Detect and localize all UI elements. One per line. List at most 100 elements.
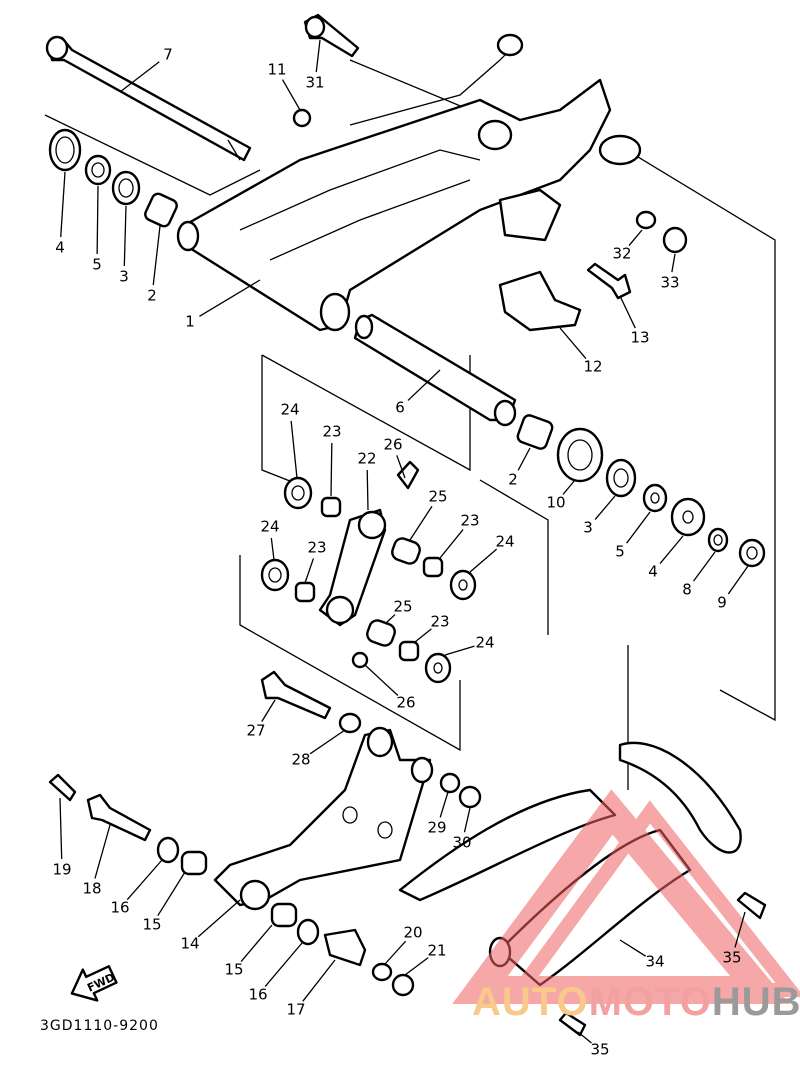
leader-line: [126, 859, 163, 901]
callout-24: 24: [280, 401, 299, 419]
callout-14: 14: [180, 935, 199, 953]
callout-15: 15: [224, 961, 243, 979]
leader-line: [309, 729, 346, 755]
part-12-chain-slider: [498, 270, 582, 332]
leader-line: [463, 807, 471, 833]
callout-21: 21: [427, 942, 446, 960]
callout-23: 23: [322, 423, 341, 441]
part-16-seal: [156, 836, 180, 864]
leader-line: [364, 664, 399, 696]
callout-5: 5: [92, 256, 102, 274]
callout-13: 13: [630, 329, 649, 347]
leader-line: [281, 79, 301, 111]
part-1-swingarm: [176, 33, 642, 332]
leader-line: [562, 479, 576, 495]
part-11-nut: [292, 108, 312, 128]
callout-20: 20: [403, 924, 422, 942]
part-19-grease-nipple: [48, 773, 77, 802]
leader-line: [366, 469, 369, 511]
part-31-bolt: [303, 13, 360, 58]
part-7-pivot-shaft: [45, 35, 252, 162]
callout-25: 25: [428, 488, 447, 506]
leader-line: [60, 171, 66, 238]
leader-line: [261, 699, 276, 722]
callout-22: 22: [357, 450, 376, 468]
leader-line: [727, 565, 749, 595]
callout-30: 30: [452, 834, 471, 852]
leader-line: [157, 871, 186, 917]
leader-line: [559, 327, 587, 360]
watermark-text: AUTOMOTOHUB: [472, 982, 800, 1022]
part-21-nut: [391, 973, 415, 997]
leader-line: [270, 537, 275, 561]
part-15-bearing: [180, 850, 208, 876]
fwd-arrow: FWD: [70, 965, 118, 1002]
right-bearing-stack: [516, 414, 766, 568]
part-18-bolt: [86, 793, 152, 842]
callout-24: 24: [260, 518, 279, 536]
callout-24: 24: [495, 533, 514, 551]
callout-6: 6: [395, 399, 405, 417]
callout-2: 2: [147, 287, 157, 305]
callout-35: 35: [722, 949, 741, 967]
callout-27: 27: [246, 722, 265, 740]
callout-19: 19: [52, 861, 71, 879]
watermark-moto: MOTO: [588, 980, 712, 1024]
callout-15: 15: [142, 916, 161, 934]
leader-line: [59, 797, 63, 860]
leader-line: [469, 548, 498, 573]
leader-line: [693, 551, 716, 582]
part-14-connecting-rod: [213, 726, 434, 911]
left-bearing-stack: [48, 128, 178, 228]
part-29-washer: [439, 772, 461, 794]
leader-line: [197, 899, 241, 938]
leader-line: [96, 185, 99, 255]
leader-line: [404, 957, 429, 976]
callout-10: 10: [546, 494, 565, 512]
part-28-washer: [338, 712, 362, 734]
callout-33: 33: [660, 274, 679, 292]
leader-line: [264, 942, 303, 988]
leader-line: [240, 924, 273, 963]
callout-32: 32: [612, 245, 631, 263]
leader-line: [409, 505, 433, 541]
leader-line: [619, 295, 636, 329]
callout-26: 26: [383, 436, 402, 454]
part-6-collar: [353, 313, 517, 427]
leader-line: [384, 940, 407, 965]
part-30-nut: [458, 785, 482, 809]
leader-line: [659, 535, 684, 564]
callout-3: 3: [119, 268, 129, 286]
leader-line: [94, 824, 111, 879]
leader-line: [414, 628, 432, 643]
part-20-washer: [371, 962, 393, 982]
part-17-collar: [323, 928, 367, 967]
callout-7: 7: [163, 46, 173, 64]
callout-23: 23: [460, 512, 479, 530]
callout-2: 2: [508, 471, 518, 489]
callout-31: 31: [305, 74, 324, 92]
leader-line: [628, 229, 643, 246]
leader-line: [123, 205, 127, 267]
leader-line: [619, 939, 647, 957]
leader-line: [396, 455, 406, 479]
callout-4: 4: [55, 239, 65, 257]
part-27-bolt: [260, 670, 332, 720]
callout-16: 16: [248, 986, 267, 1004]
leader-line: [304, 558, 315, 584]
leader-line: [152, 225, 161, 286]
callout-23: 23: [307, 539, 326, 557]
callout-26: 26: [396, 694, 415, 712]
callout-3: 3: [583, 519, 593, 537]
callout-29: 29: [427, 819, 446, 837]
leader-line: [302, 959, 336, 1002]
callout-5: 5: [615, 543, 625, 561]
part-22-relay-arm: [318, 508, 387, 627]
callout-25: 25: [393, 598, 412, 616]
leader-line: [444, 645, 475, 656]
callout-34: 34: [645, 953, 664, 971]
callout-8: 8: [682, 581, 692, 599]
